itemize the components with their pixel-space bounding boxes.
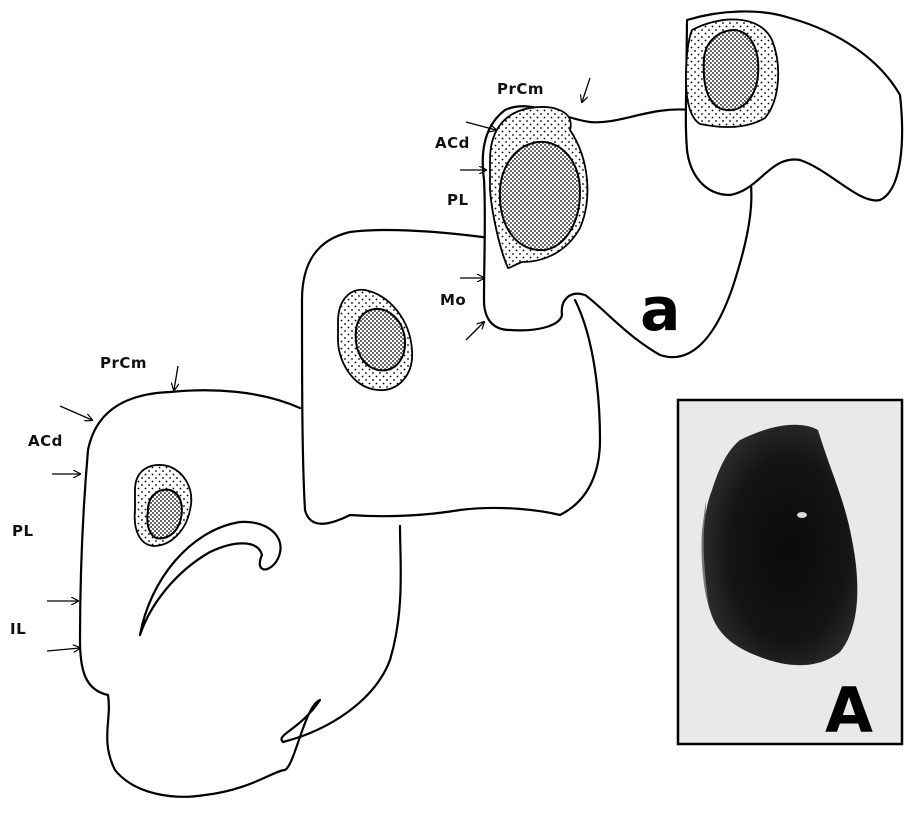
arrow-prcm-2	[582, 78, 590, 102]
label-prcm-section-3: PrCm	[497, 80, 544, 98]
panel-label-A: A	[825, 674, 873, 747]
section-4-injection-core	[704, 30, 759, 110]
label-prcm-section-1: PrCm	[100, 354, 147, 372]
label-il-section-1: IL	[10, 620, 26, 638]
label-acd-section-1: ACd	[28, 432, 63, 450]
panel-label-a: a	[640, 275, 681, 345]
arrow-il-2	[47, 648, 80, 651]
photo-vessel	[797, 512, 807, 518]
photomicrograph-panel: A	[678, 400, 902, 747]
arrow-prcm-1	[174, 366, 178, 390]
section-4	[686, 11, 902, 200]
arrow-acd-1	[60, 406, 92, 420]
label-pl-section-3: PL	[447, 191, 469, 209]
label-pl-section-1: PL	[12, 522, 34, 540]
label-acd-section-3: ACd	[435, 134, 470, 152]
section-3-injection-core	[500, 142, 580, 250]
label-mo-section-3: Mo	[440, 291, 466, 309]
